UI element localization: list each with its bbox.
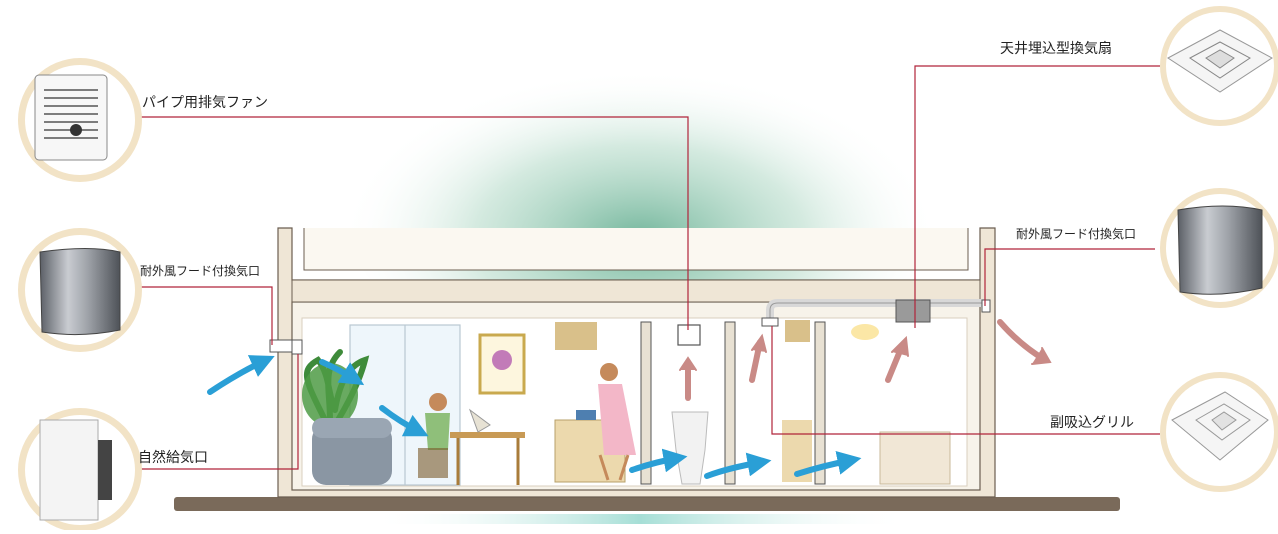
sub-grille-product-icon [1160, 372, 1278, 492]
kitchen [554, 322, 636, 483]
pipe-fan-product-icon [18, 58, 142, 182]
hood-vent-right-product-icon [1160, 188, 1278, 308]
label-natural-inlet: 自然給気口 [138, 450, 208, 466]
ventilation-duct [761, 299, 991, 327]
floor-glow [370, 514, 910, 524]
fresh-air-arrows [207, 355, 862, 479]
ceiling-fan-product-icon [1160, 6, 1278, 126]
dining-area [418, 393, 525, 485]
label-ceiling-fan: 天井埋込型換気扇 [1000, 41, 1112, 57]
hood-vent-left-product-icon [18, 228, 142, 352]
label-hood-vent-right: 耐外風フード付換気口 [1016, 227, 1137, 241]
toilet-room [640, 321, 826, 485]
natural-inlet-vent [291, 339, 303, 355]
label-hood-vent-left: 耐外風フード付換気口 [140, 264, 261, 278]
leader-lines [130, 65, 1160, 470]
ground [174, 497, 1120, 511]
natural-inlet-product-icon [18, 408, 142, 532]
label-sub-grille: 副吸込グリル [1050, 415, 1134, 431]
exhaust-arrows [679, 319, 1052, 401]
sofa [312, 418, 392, 485]
label-pipe-fan: パイプ用排気ファン [142, 95, 268, 111]
